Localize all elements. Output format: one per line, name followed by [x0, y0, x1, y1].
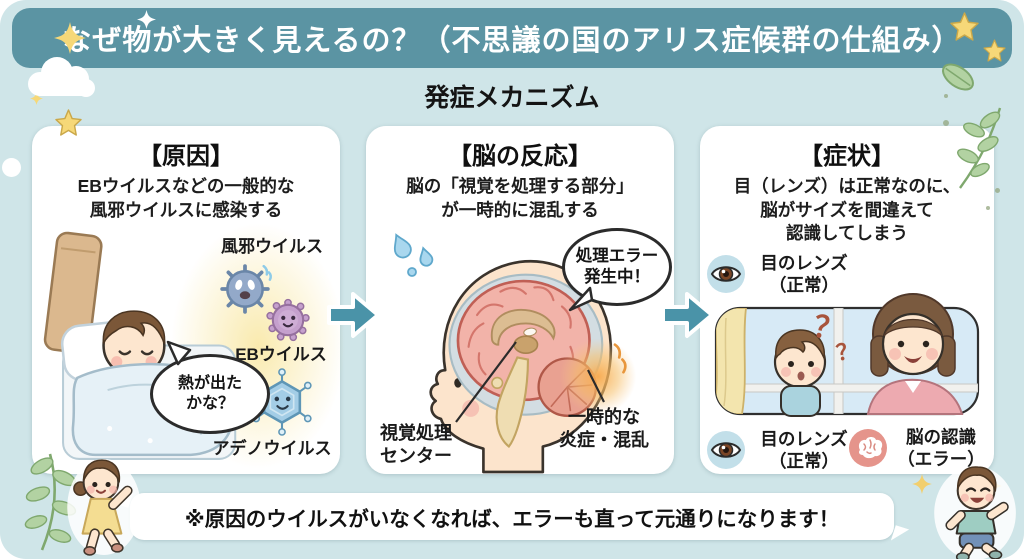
sparkle-star-icon: [912, 474, 932, 494]
brain-error-icon: [849, 429, 887, 467]
panel-brain-title: 【脳の反応】: [448, 143, 592, 170]
adeno-virus-icon: [252, 368, 312, 436]
speech-tail-icon: [568, 286, 594, 312]
cloud-icon: [28, 57, 95, 97]
circle-decoration: [2, 158, 21, 177]
inflammation-label: 一時的な 炎症・混乱: [559, 407, 649, 451]
panel-symptom: 【症状】 目（レンズ）は正常なのに、 脳がサイズを間違えて 認識してしまう 目の…: [700, 126, 994, 474]
eb-virus-icon: [266, 298, 310, 342]
sparkle-star-icon: [54, 22, 86, 54]
footer-note-text: ※原因のウイルスがいなくなれば、エラーも直って元通りになります！: [184, 507, 840, 531]
eye-icon: [707, 255, 745, 293]
panel-brain: 【脳の反応】 脳の「視覚を処理する部分」 が一時的に混乱する: [366, 126, 674, 474]
arrow-right-icon: [327, 292, 380, 338]
panel-cause-title: 【原因】: [138, 143, 234, 170]
speech-tail-icon: [166, 340, 192, 366]
cold-virus-icon: [220, 264, 272, 314]
error-bubble: 処理エラー 発生中！: [562, 228, 672, 312]
brain-cross-section-illustration: [429, 259, 637, 474]
lens-normal-bottom-label: 目のレンズ （正常）: [760, 429, 848, 472]
star-icon: [950, 12, 979, 41]
dot-decoration: [943, 120, 949, 126]
virus-adeno-label: アデノウイルス: [212, 439, 332, 458]
sparkle-star-icon: [137, 10, 156, 29]
eye-icon: [707, 431, 745, 469]
leaf-icon: [942, 63, 974, 91]
dot-decoration: [986, 206, 990, 210]
mechanism-heading: 発症メカニズム: [424, 84, 600, 112]
running-boy-illustration: [934, 466, 1016, 559]
banner-tail-icon: [890, 525, 910, 545]
panel-cause-desc: EBウイルスなどの一般的な 風邪ウイルスに感染する: [77, 176, 295, 220]
panel-symptom-desc: 目（レンズ）は正常なのに、 脳がサイズを間違えて 認識してしまう: [733, 176, 961, 244]
lens-normal-top-label: 目のレンズ （正常）: [760, 253, 848, 296]
child-speech-text: 熱が出た かな？: [150, 354, 270, 434]
visual-center-label: 視覚処理 センター: [380, 423, 452, 467]
panel-symptom-title: 【症状】: [799, 143, 895, 170]
child-speech-bubble: 熱が出た かな？: [150, 340, 270, 434]
virus-cold-label: 風邪ウイルス: [221, 237, 323, 256]
arrow-right-icon: [661, 292, 714, 338]
boy-and-mother-scene: [714, 293, 980, 417]
sparkle-star-icon: [30, 92, 43, 105]
star-icon: [983, 39, 1006, 62]
page-title: なぜ物が大きく見えるの？（不思議の国のアリス症候群の仕組み）: [62, 25, 962, 57]
panel-cause: 【原因】 EBウイルスなどの一般的な 風邪ウイルスに感染する 風邪ウイルス: [32, 126, 346, 474]
star-icon: [55, 109, 82, 136]
leaf-branch-icon: [957, 107, 1002, 189]
panel-brain-desc: 脳の「視覚を処理する部分」 が一時的に混乱する: [406, 176, 634, 220]
error-bubble-text: 処理エラー 発生中！: [562, 228, 672, 306]
dot-decoration: [995, 188, 1000, 193]
header-banner: なぜ物が大きく見えるの？（不思議の国のアリス症候群の仕組み）: [12, 8, 1012, 68]
running-girl-illustration: [67, 459, 141, 556]
virus-eb-label: EBウイルス: [235, 345, 327, 364]
brain-error-label: 脳の認識 （エラー）: [897, 427, 985, 470]
dot-decoration: [944, 94, 948, 98]
footer-note-banner: ※原因のウイルスがいなくなれば、エラーも直って元通りになります！: [114, 488, 910, 545]
pointer-lines: [455, 341, 605, 423]
sweat-drops-icon: [393, 233, 434, 277]
